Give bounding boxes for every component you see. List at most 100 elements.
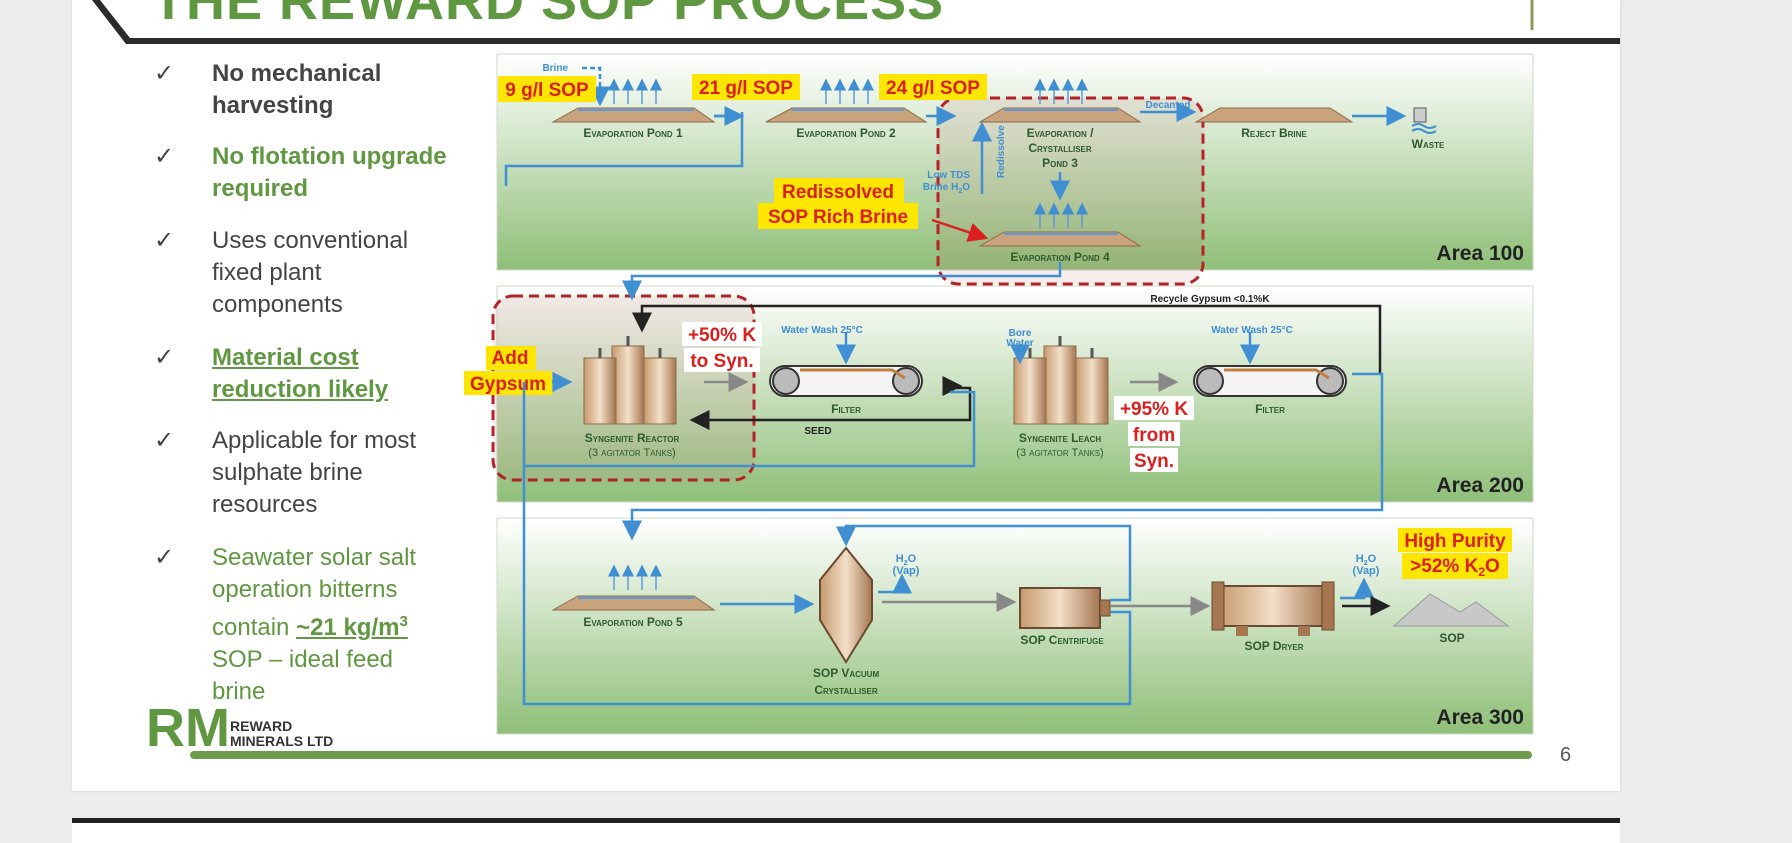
bullet-text: operation bitterns	[212, 576, 398, 603]
redissolved-label: Redissolved SOP Rich Brine	[758, 178, 918, 229]
waste-icon: Waste	[1411, 107, 1445, 151]
svg-text:Pond 3: Pond 3	[1042, 156, 1078, 170]
check-icon: ✓	[154, 227, 175, 254]
svg-text:Syn.: Syn.	[1134, 451, 1174, 472]
bullet-text: brine	[212, 678, 266, 705]
sop-21-label: 21 g/l SOP	[692, 74, 800, 100]
svg-text:H2O: H2O	[896, 553, 917, 567]
syngenite-leach-tanks: Syngenite Leach (3 agitator Tanks)	[1013, 336, 1109, 459]
area-200-flows	[524, 304, 1384, 541]
pond-1-label: Evaporation Pond 1	[583, 126, 683, 140]
sop-centrifuge: SOP Centrifuge	[1019, 587, 1111, 647]
bullet-text: fixed plant	[212, 259, 322, 286]
h2o-vap-2: H2O (Vap)	[1353, 553, 1380, 577]
page-number: 6	[1560, 744, 1572, 766]
reject-brine-pond: Reject Brine	[1194, 107, 1354, 140]
sop-9-label: 9 g/l SOP	[498, 76, 596, 102]
bullet-text: SOP – ideal feed	[212, 646, 394, 673]
svg-text:(3 agitator Tanks): (3 agitator Tanks)	[1016, 447, 1103, 459]
svg-text:Crystalliser: Crystalliser	[814, 683, 878, 697]
bullet-text: contain ~21 kg/m3	[212, 613, 408, 641]
page-title: THE REWARD SOP PROCESS	[152, 0, 945, 31]
check-icon: ✓	[154, 344, 175, 371]
svg-text:Syngenite Leach: Syngenite Leach	[1019, 431, 1101, 445]
area-300-flows	[522, 382, 1391, 706]
title-bar	[92, 0, 1620, 44]
svg-text:Filter: Filter	[831, 402, 861, 416]
low-tds-label-2: Brine H2O	[923, 182, 970, 195]
area-200-label: Area 200	[1436, 474, 1524, 497]
area-100-flows	[504, 66, 1407, 301]
svg-text:SOP Centrifuge: SOP Centrifuge	[1020, 633, 1104, 647]
svg-text:SOP Dryer: SOP Dryer	[1244, 639, 1303, 653]
bullet-text: Applicable for most	[212, 427, 417, 454]
check-icon: ✓	[154, 427, 175, 454]
svg-text:+50% K: +50% K	[688, 325, 756, 346]
svg-text:21 g/l SOP: 21 g/l SOP	[699, 78, 793, 99]
brine-label: Brine	[542, 63, 568, 74]
company-logo: RM REWARD MINERALS LTD	[146, 696, 346, 771]
svg-text:>52% K2O: >52% K2O	[1410, 556, 1500, 579]
bullet-text: reduction likely	[212, 376, 389, 403]
k50-label: +50% K to Syn.	[682, 322, 762, 372]
svg-text:Reject Brine: Reject Brine	[1241, 126, 1307, 140]
svg-text:to Syn.: to Syn.	[690, 351, 753, 372]
logo-line-1: REWARD	[230, 718, 292, 734]
high-purity-label: High Purity >52% K2O	[1398, 528, 1512, 579]
svg-text:from: from	[1133, 425, 1175, 446]
evaporation-arrows	[608, 78, 1088, 590]
bullet-text: resources	[212, 491, 318, 518]
svg-text:Crystalliser: Crystalliser	[1028, 141, 1092, 155]
area-100-label: Area 100	[1436, 242, 1524, 265]
sop-vacuum-crystalliser: SOP Vacuum Crystalliser	[813, 546, 879, 697]
svg-text:Filter: Filter	[1255, 402, 1285, 416]
logo-line-2: MINERALS LTD	[230, 733, 333, 749]
filter-1: Filter	[769, 365, 923, 416]
svg-text:(Vap): (Vap)	[893, 565, 920, 577]
logo-mark: RM	[146, 698, 230, 758]
bullet-text: sulphate brine	[212, 459, 363, 486]
svg-text:Evaporation /: Evaporation /	[1027, 126, 1094, 140]
bore-water-label-2: Water	[1006, 338, 1034, 349]
svg-text:Waste: Waste	[1412, 137, 1445, 151]
svg-text:Evaporation Pond 5: Evaporation Pond 5	[583, 615, 683, 629]
svg-text:(3 agitator Tanks): (3 agitator Tanks)	[588, 447, 675, 459]
wash-1-label: Water Wash 25°C	[781, 325, 863, 336]
check-icon: ✓	[154, 143, 175, 170]
redissolved-arrow	[931, 218, 989, 242]
wash-2-label: Water Wash 25°C	[1211, 325, 1293, 336]
h2o-vap-1: H2O (Vap)	[893, 553, 920, 577]
svg-text:High Purity: High Purity	[1404, 531, 1506, 552]
bullet-text: Uses conventional	[212, 227, 409, 254]
svg-text:H2O: H2O	[1356, 553, 1377, 567]
pond-3: Evaporation / Crystalliser Pond 3	[978, 107, 1142, 170]
bullet-text: components	[212, 291, 343, 318]
pond-5: Evaporation Pond 5	[551, 595, 716, 629]
svg-text:Redissolved: Redissolved	[782, 182, 894, 203]
pond-2-label: Evaporation Pond 2	[796, 126, 896, 140]
filter-2: Filter	[1193, 365, 1347, 416]
bullet-text: required	[212, 175, 309, 202]
sop-dryer: SOP Dryer	[1211, 581, 1335, 653]
pond-2: Evaporation Pond 2	[765, 107, 928, 140]
svg-text:Syngenite Reactor: Syngenite Reactor	[585, 431, 680, 445]
sop-product-pile: SOP	[1392, 593, 1510, 645]
bullet-text: No mechanical	[212, 60, 382, 87]
recycle-gypsum-label: Recycle Gypsum <0.1%K	[1150, 294, 1270, 305]
k95-label: +95% K from Syn.	[1114, 396, 1194, 472]
decanted-label: Decanted	[1145, 100, 1190, 111]
bullet-text: Seawater solar salt	[212, 544, 417, 571]
seed-label: SEED	[804, 426, 831, 437]
add-gypsum-label: Add Gypsum	[464, 346, 552, 395]
check-icon: ✓	[154, 60, 175, 87]
check-icon: ✓	[154, 544, 175, 571]
svg-text:SOP Rich Brine: SOP Rich Brine	[768, 207, 908, 228]
area-300-panel	[496, 517, 1534, 735]
pond-1: Evaporation Pond 1	[551, 107, 716, 140]
svg-text:Evaporation Pond 4: Evaporation Pond 4	[1010, 250, 1110, 264]
syngenite-reactor-tanks: Syngenite Reactor (3 agitator Tanks)	[583, 336, 680, 459]
bullet-text: harvesting	[212, 92, 334, 119]
svg-text:(Vap): (Vap)	[1353, 565, 1380, 577]
